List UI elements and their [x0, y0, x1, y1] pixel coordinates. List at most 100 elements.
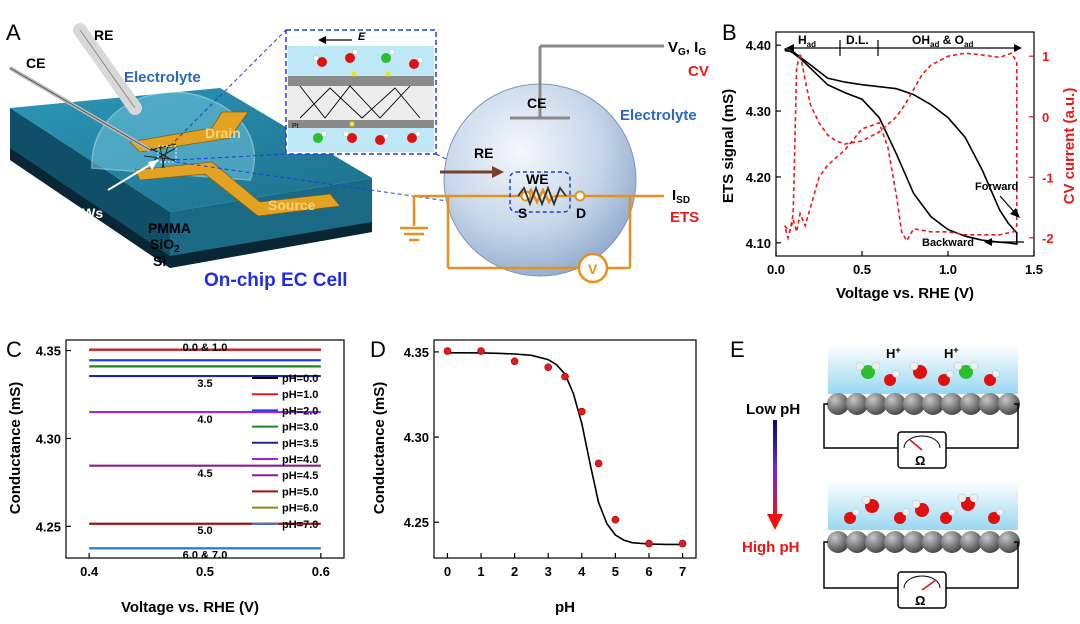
panel-d-xlabel: pH [555, 599, 575, 616]
ets-label: ETS [670, 209, 699, 226]
panel-c-ylabel: Conductance (mS) [7, 382, 24, 515]
high-ph-label: High pH [742, 539, 800, 556]
hplus-label-2: H+ [944, 345, 959, 361]
ph-group-label: 0.0 & 1.0 [183, 342, 228, 354]
panel-d-xtick-label: 1 [477, 564, 484, 579]
panel-d-fit [447, 351, 683, 546]
pt-atom [846, 393, 868, 415]
conductance-point [611, 515, 620, 524]
low-ph-label: Low pH [746, 401, 800, 418]
drain-label: Drain [205, 125, 241, 141]
region-oh-label: OHad & Oad [912, 33, 973, 49]
panel-c-xtick-label: 0.4 [80, 564, 99, 579]
panel-b-y2tick-label: -1 [1042, 170, 1054, 185]
high-ph-meter-needle [921, 579, 937, 591]
re-circuit-label: RE [474, 145, 493, 161]
panel-c-ytick-label: 4.25 [36, 519, 61, 534]
pt-atom [941, 393, 963, 415]
ph-arrowhead [767, 514, 783, 530]
panel-b-y2tick-label: 0 [1042, 110, 1049, 125]
pmma-label: PMMA [148, 220, 191, 236]
legend-entry: pH=0.0 [282, 373, 318, 385]
panel-e: E Low pH High pH H+ H+ Ω [730, 337, 1020, 609]
high-ph-circuit [823, 541, 1019, 589]
inset-guide-2 [175, 153, 287, 161]
inset-selection-box [157, 145, 177, 163]
conductance-point [510, 357, 519, 366]
ph-gradient-bar [773, 420, 777, 516]
conductance-point [594, 459, 603, 468]
ph-group-label: 4.0 [197, 414, 212, 426]
panel-b-y2tick-label: -2 [1042, 231, 1054, 246]
panel-c-letter: C [6, 337, 22, 362]
ets-circuit [412, 187, 664, 270]
conductance-point [678, 539, 687, 548]
pt-atom [941, 531, 963, 553]
backward-label: Backward [922, 237, 974, 249]
drain-contact [574, 190, 586, 202]
panel-c-xtick-label: 0.5 [196, 564, 214, 579]
panel-c-annotations: 0.0 & 1.03.54.04.55.06.0 & 7.0 [183, 342, 228, 561]
legend-entry: pH=7.0 [282, 519, 318, 531]
region-dl-label: D.L. [846, 33, 869, 47]
panel-c-series [89, 348, 321, 550]
legend-entry: pH=1.0 [282, 389, 318, 401]
panel-b-frame [775, 31, 1035, 257]
legend-entry: pH=3.0 [282, 422, 318, 434]
pt-atom [884, 393, 906, 415]
legend-entry: pH=4.0 [282, 454, 318, 466]
panel-d-xtick-label: 4 [578, 564, 586, 579]
legend-entry: pH=2.0 [282, 405, 318, 417]
conductance-point [477, 347, 485, 355]
panel-a: A CE RE Electrolyte Drain Source PtNWs P… [6, 20, 709, 291]
panel-d-xtick-label: 0 [444, 564, 451, 579]
pt-atom [865, 393, 887, 415]
ets-signal-curve [784, 47, 1018, 246]
forward-arrowhead [1010, 208, 1020, 218]
s-label: S [518, 205, 527, 221]
panel-b-ytick-label: 4.10 [746, 236, 771, 251]
panel-d-ytick-label: 4.30 [404, 430, 429, 445]
ph-group-label: 4.5 [197, 468, 212, 480]
panel-c-ytick-label: 4.30 [36, 431, 61, 446]
low-ph-adsorbates [855, 361, 1000, 386]
ph-group-label: 6.0 & 7.0 [183, 550, 228, 562]
sigmoid-fit-curve [447, 351, 683, 546]
panel-b-xtick-label: 1.0 [939, 262, 957, 277]
panel-d-points [443, 347, 687, 548]
source-label: Source [268, 197, 316, 213]
panel-b-xtick-label: 0.0 [767, 262, 785, 277]
conductance-point [561, 372, 569, 381]
panel-c-ytick-label: 4.35 [36, 344, 61, 359]
panel-b-y2label: CV current (a.u.) [1061, 88, 1078, 205]
ce-label: CE [26, 55, 45, 71]
region-arrowhead-left [786, 44, 794, 52]
pt-atom [998, 531, 1020, 553]
region-had-label: Had [798, 33, 816, 49]
si-label: Si [153, 253, 166, 269]
pt-atom [922, 531, 944, 553]
source-electrode [134, 161, 341, 217]
ground-symbol [400, 226, 428, 242]
panel-d-xtick-label: 5 [612, 564, 619, 579]
voltmeter-label: V [588, 261, 598, 277]
re-label: RE [94, 27, 113, 43]
ce-sphere-label: CE [527, 95, 546, 111]
cv-label: CV [688, 63, 709, 80]
low-ph-meter-needle [909, 439, 923, 451]
conductance-point [577, 407, 586, 416]
panel-b-xtick-label: 0.5 [853, 262, 871, 277]
panel-b-ylabel: ETS signal (mS) [720, 89, 737, 203]
re-arrowhead [492, 166, 504, 178]
panel-b-letter: B [722, 20, 737, 45]
high-ph-adsorbates [844, 493, 1004, 524]
ce-probe-core [9, 67, 151, 151]
pt-atom [827, 531, 849, 553]
panel-b-y2tick-label: 1 [1042, 49, 1049, 64]
panel-a-letter: A [6, 20, 21, 45]
atomic-inset: E Pt [285, 29, 437, 155]
panel-b-series [783, 47, 1018, 246]
